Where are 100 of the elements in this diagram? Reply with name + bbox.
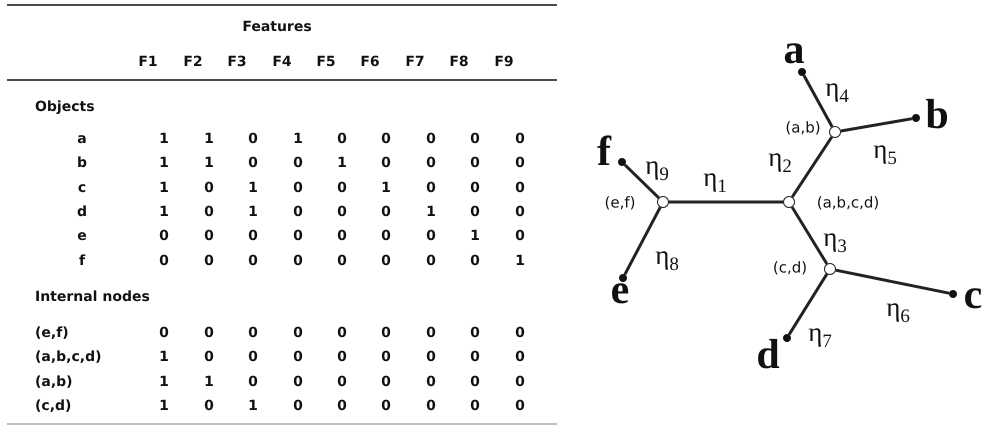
table-cell: 0 [426, 398, 436, 413]
leaf-label: c [964, 274, 982, 316]
table-cell: 0 [381, 132, 391, 146]
table-heading: Features [242, 20, 312, 34]
table-cell: 0 [381, 350, 391, 364]
leaf-label: f [597, 131, 611, 173]
internal-node-circle [657, 196, 669, 208]
table-cell: 0 [515, 180, 525, 195]
table-cell: 0 [248, 229, 258, 244]
table-cell: 1 [204, 132, 214, 146]
table-cell: 1 [159, 132, 169, 146]
table-cell: 0 [204, 180, 214, 195]
row-label: f [78, 254, 86, 268]
leaf-label: d [756, 334, 780, 376]
internal-node-circle [783, 196, 795, 208]
table-cell: 1 [515, 254, 525, 268]
tree-branch [788, 273, 828, 336]
table-cell: 0 [426, 350, 436, 364]
section-heading: Objects [35, 100, 95, 114]
table-cell: 1 [381, 180, 391, 195]
table-cell: 0 [515, 350, 525, 364]
table-cell: 0 [248, 350, 258, 364]
table-cell: 0 [470, 204, 480, 219]
row-label: c [78, 180, 86, 195]
column-header: F3 [227, 55, 247, 69]
table-cell: 0 [470, 374, 480, 389]
column-header: F7 [405, 55, 425, 69]
table-cell: 0 [470, 326, 480, 340]
table-cell: 0 [470, 398, 480, 413]
table-cell: 0 [204, 204, 214, 219]
table-cell: 0 [337, 204, 347, 219]
section-heading: Internal nodes [35, 290, 150, 304]
row-label: d [76, 204, 88, 219]
table-cell: 0 [159, 254, 169, 268]
table-cell: 0 [293, 350, 303, 364]
table-cell: 0 [248, 132, 258, 146]
edge-label: η$_{9}$ [645, 152, 669, 184]
table-cell: 0 [293, 326, 303, 340]
table-cell: 1 [204, 374, 214, 389]
edge-label: η$_{5}$ [873, 136, 897, 168]
edge-label: η$_{4}$ [825, 74, 849, 106]
leaf-label: b [925, 94, 949, 136]
leaf-label: a [784, 29, 804, 71]
table-cell: 0 [337, 350, 347, 364]
table-cell: 0 [426, 254, 436, 268]
table-cell: 0 [381, 229, 391, 244]
table-cell: 1 [248, 398, 258, 413]
table-cell: 0 [381, 156, 391, 170]
table-cell: 0 [381, 326, 391, 340]
table-cell: 1 [159, 374, 169, 389]
table-cell: 0 [204, 229, 214, 244]
table-cell: 0 [426, 326, 436, 340]
column-header: F4 [272, 55, 292, 69]
table-cell: 0 [204, 350, 214, 364]
leaf-dot [619, 274, 627, 282]
table-cell: 0 [204, 254, 214, 268]
table-cell: 0 [293, 229, 303, 244]
tree-branch [802, 74, 834, 128]
table-cell: 0 [515, 398, 525, 413]
table-cell: 0 [248, 374, 258, 389]
table-cell: 1 [204, 156, 214, 170]
table-cell: 0 [248, 254, 258, 268]
node-label: (c,d) [772, 260, 808, 276]
table-cell: 0 [293, 374, 303, 389]
edge-label: η$_{3}$ [823, 224, 847, 256]
table-cell: 0 [337, 132, 347, 146]
table-cell: 0 [293, 254, 303, 268]
table-cell: 0 [426, 132, 436, 146]
table-cell: 0 [426, 180, 436, 195]
leaf-dot [949, 290, 957, 298]
table-cell: 0 [337, 180, 347, 195]
table-cell: 1 [159, 350, 169, 364]
table-cell: 0 [293, 398, 303, 413]
table-cell: 0 [337, 326, 347, 340]
tree-branch [836, 268, 950, 295]
table-cell: 0 [470, 180, 480, 195]
column-header: F5 [316, 55, 336, 69]
table-cell: 0 [381, 398, 391, 413]
table-cell: 0 [204, 398, 214, 413]
table-cell: 0 [470, 254, 480, 268]
table-cell: 0 [515, 229, 525, 244]
edge-label: η$_{6}$ [886, 294, 910, 326]
table-cell: 0 [381, 374, 391, 389]
table-cell: 1 [248, 180, 258, 195]
table-cell: 1 [337, 156, 347, 170]
tree-branch [790, 206, 828, 265]
row-label: (c,d) [35, 398, 72, 413]
node-label: (e,f) [604, 196, 636, 210]
table-cell: 0 [381, 204, 391, 219]
row-label: b [76, 156, 88, 170]
table-cell: 0 [381, 254, 391, 268]
table-cell: 0 [426, 229, 436, 244]
table-cell: 0 [293, 180, 303, 195]
leaf-label: e [610, 269, 630, 311]
table-cell: 0 [426, 156, 436, 170]
leaf-dot [798, 68, 806, 76]
table-cell: 0 [293, 156, 303, 170]
table-cell: 1 [293, 132, 303, 146]
table-cell: 0 [159, 229, 169, 244]
table-cell: 0 [426, 374, 436, 389]
